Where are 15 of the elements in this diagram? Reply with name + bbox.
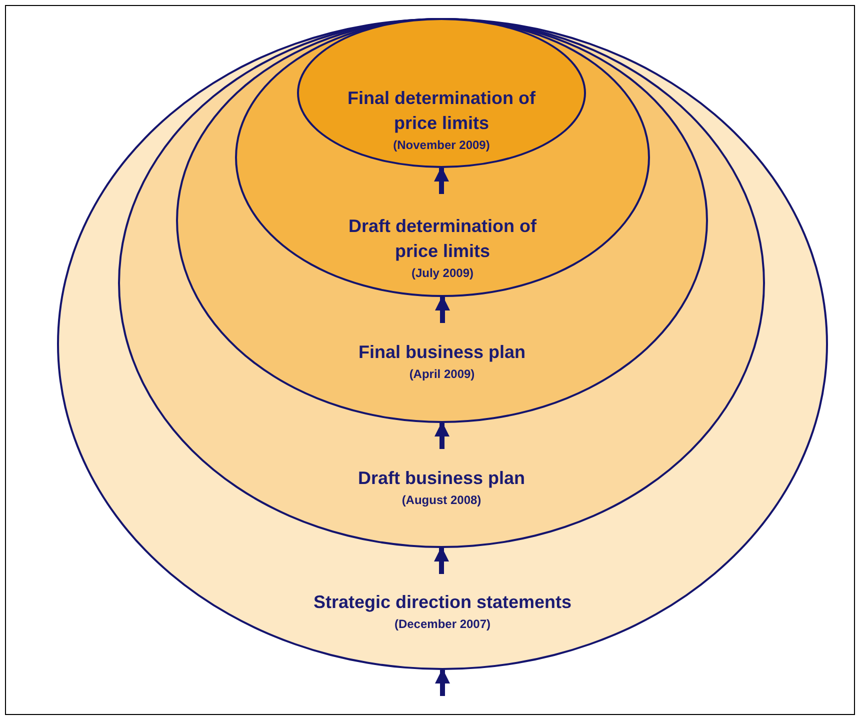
stage-title: Draft business plan xyxy=(358,467,526,490)
arrow xyxy=(435,668,450,696)
stage-date: (August 2008) xyxy=(402,492,482,509)
stage-title: Final determination of price limits xyxy=(346,87,536,135)
arrow xyxy=(434,166,449,194)
stage-title: Final business plan xyxy=(358,341,526,364)
stage-date: (November 2009) xyxy=(393,137,490,154)
stage-title: Strategic direction statements xyxy=(313,591,572,614)
arrow xyxy=(434,546,449,574)
stage-date: (July 2009) xyxy=(411,265,474,282)
stage-date: (December 2007) xyxy=(394,616,491,633)
stage-title: Draft determination of price limits xyxy=(347,215,538,263)
stage-date: (April 2009) xyxy=(409,366,475,383)
arrow xyxy=(435,296,450,323)
arrow xyxy=(434,422,450,449)
